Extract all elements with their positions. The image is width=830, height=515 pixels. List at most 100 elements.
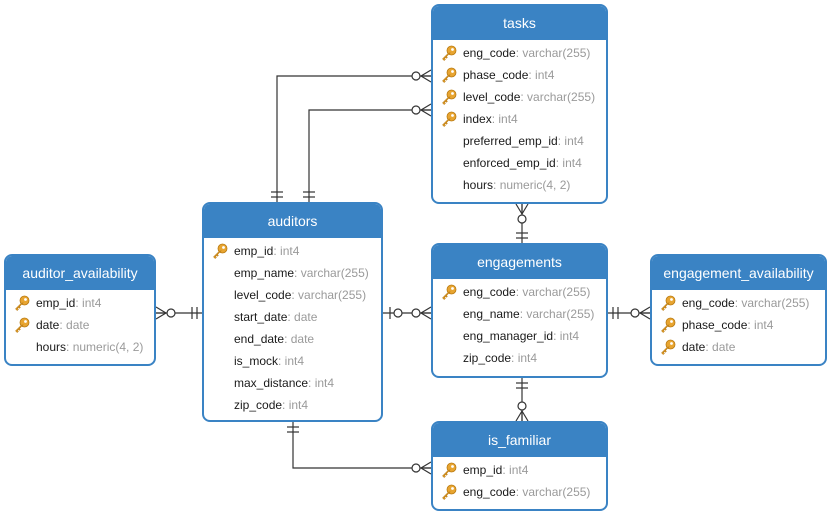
many-marker bbox=[420, 461, 432, 469]
field-name: end_date bbox=[234, 332, 285, 346]
many-marker bbox=[411, 308, 421, 318]
field-row[interactable]: date: date bbox=[6, 314, 154, 336]
relationship-line bbox=[292, 422, 431, 469]
field-type: : int4 bbox=[557, 134, 584, 148]
field-row[interactable]: emp_name: varchar(255) bbox=[204, 262, 381, 284]
field-type: : int4 bbox=[278, 354, 305, 368]
field-type: : varchar(255) bbox=[291, 288, 367, 302]
field-type: : date bbox=[284, 332, 315, 346]
field-name: level_code bbox=[234, 288, 292, 302]
field-name: date bbox=[682, 340, 706, 354]
entity-title: auditors bbox=[204, 204, 381, 238]
many-marker bbox=[639, 312, 651, 320]
field-row[interactable]: zip_code: int4 bbox=[204, 394, 381, 416]
entity-engagements[interactable]: engagements eng_code: varchar(255)eng_na… bbox=[431, 243, 608, 378]
zero-or-one-marker bbox=[393, 308, 403, 318]
field-type: : varchar(255) bbox=[515, 46, 591, 60]
many-marker bbox=[420, 103, 432, 111]
field-row[interactable]: eng_code: varchar(255) bbox=[433, 42, 606, 64]
field-name: zip_code bbox=[234, 398, 283, 412]
relationship-line bbox=[308, 109, 431, 202]
field-type: : int4 bbox=[273, 244, 300, 258]
field-type: : varchar(255) bbox=[515, 285, 591, 299]
field-row[interactable]: phase_code: int4 bbox=[652, 314, 825, 336]
field-row[interactable]: eng_manager_id: int4 bbox=[433, 325, 606, 347]
primary-key-icon bbox=[441, 111, 457, 127]
field-row[interactable]: level_code: varchar(255) bbox=[433, 86, 606, 108]
many-marker bbox=[155, 306, 167, 314]
entity-engagement-availability[interactable]: engagement_availability eng_code: varcha… bbox=[650, 254, 827, 366]
field-row[interactable]: hours: numeric(4, 2) bbox=[433, 174, 606, 196]
many-marker bbox=[515, 203, 523, 215]
field-name: is_mock bbox=[234, 354, 279, 368]
many-marker bbox=[630, 308, 640, 318]
field-row[interactable]: zip_code: int4 bbox=[433, 347, 606, 369]
entity-tasks[interactable]: tasks eng_code: varchar(255)phase_code: … bbox=[431, 4, 608, 204]
primary-key-icon bbox=[14, 295, 30, 311]
field-row[interactable]: is_mock: int4 bbox=[204, 350, 381, 372]
primary-key-icon bbox=[14, 317, 30, 333]
many-marker bbox=[639, 306, 651, 314]
field-name: date bbox=[36, 318, 60, 332]
field-row[interactable]: date: date bbox=[652, 336, 825, 358]
field-type: : int4 bbox=[502, 463, 529, 477]
field-row[interactable]: eng_code: varchar(255) bbox=[433, 481, 606, 503]
field-type: : int4 bbox=[747, 318, 774, 332]
many-marker bbox=[420, 109, 432, 117]
many-marker bbox=[517, 214, 527, 224]
field-row[interactable]: hours: numeric(4, 2) bbox=[6, 336, 154, 358]
many-marker bbox=[521, 410, 529, 422]
field-name: index bbox=[463, 112, 492, 126]
field-name: start_date bbox=[234, 310, 288, 324]
field-row[interactable]: eng_code: varchar(255) bbox=[652, 292, 825, 314]
field-type: : int4 bbox=[511, 351, 538, 365]
field-name: eng_name bbox=[463, 307, 520, 321]
field-row[interactable]: index: int4 bbox=[433, 108, 606, 130]
field-type: : int4 bbox=[528, 68, 555, 82]
field-name: max_distance bbox=[234, 376, 309, 390]
field-type: : varchar(255) bbox=[520, 90, 596, 104]
field-row[interactable]: eng_name: varchar(255) bbox=[433, 303, 606, 325]
field-row[interactable]: level_code: varchar(255) bbox=[204, 284, 381, 306]
field-type: : numeric(4, 2) bbox=[493, 178, 571, 192]
many-marker bbox=[166, 308, 176, 318]
field-type: : date bbox=[59, 318, 90, 332]
field-name: eng_code bbox=[463, 46, 516, 60]
field-row[interactable]: eng_code: varchar(255) bbox=[433, 281, 606, 303]
field-name: preferred_emp_id bbox=[463, 134, 558, 148]
field-name: phase_code bbox=[463, 68, 529, 82]
field-name: emp_id bbox=[36, 296, 76, 310]
many-marker bbox=[420, 467, 432, 475]
field-name: eng_manager_id bbox=[463, 329, 554, 343]
field-row[interactable]: emp_id: int4 bbox=[6, 292, 154, 314]
field-row[interactable]: phase_code: int4 bbox=[433, 64, 606, 86]
primary-key-icon bbox=[441, 484, 457, 500]
field-type: : varchar(255) bbox=[294, 266, 369, 280]
field-name: zip_code bbox=[463, 351, 512, 365]
many-marker bbox=[420, 306, 432, 314]
field-row[interactable]: max_distance: int4 bbox=[204, 372, 381, 394]
many-marker bbox=[515, 410, 523, 422]
entity-title: engagement_availability bbox=[652, 256, 825, 290]
field-type: : varchar(255) bbox=[734, 296, 810, 310]
field-row[interactable]: emp_id: int4 bbox=[204, 240, 381, 262]
field-name: level_code bbox=[463, 90, 521, 104]
field-row[interactable]: start_date: date bbox=[204, 306, 381, 328]
field-row[interactable]: end_date: date bbox=[204, 328, 381, 350]
primary-key-icon bbox=[660, 317, 676, 333]
field-name: eng_code bbox=[463, 285, 516, 299]
many-marker bbox=[411, 71, 421, 81]
field-row[interactable]: preferred_emp_id: int4 bbox=[433, 130, 606, 152]
field-name: eng_code bbox=[682, 296, 735, 310]
field-row[interactable]: emp_id: int4 bbox=[433, 459, 606, 481]
field-row[interactable]: enforced_emp_id: int4 bbox=[433, 152, 606, 174]
